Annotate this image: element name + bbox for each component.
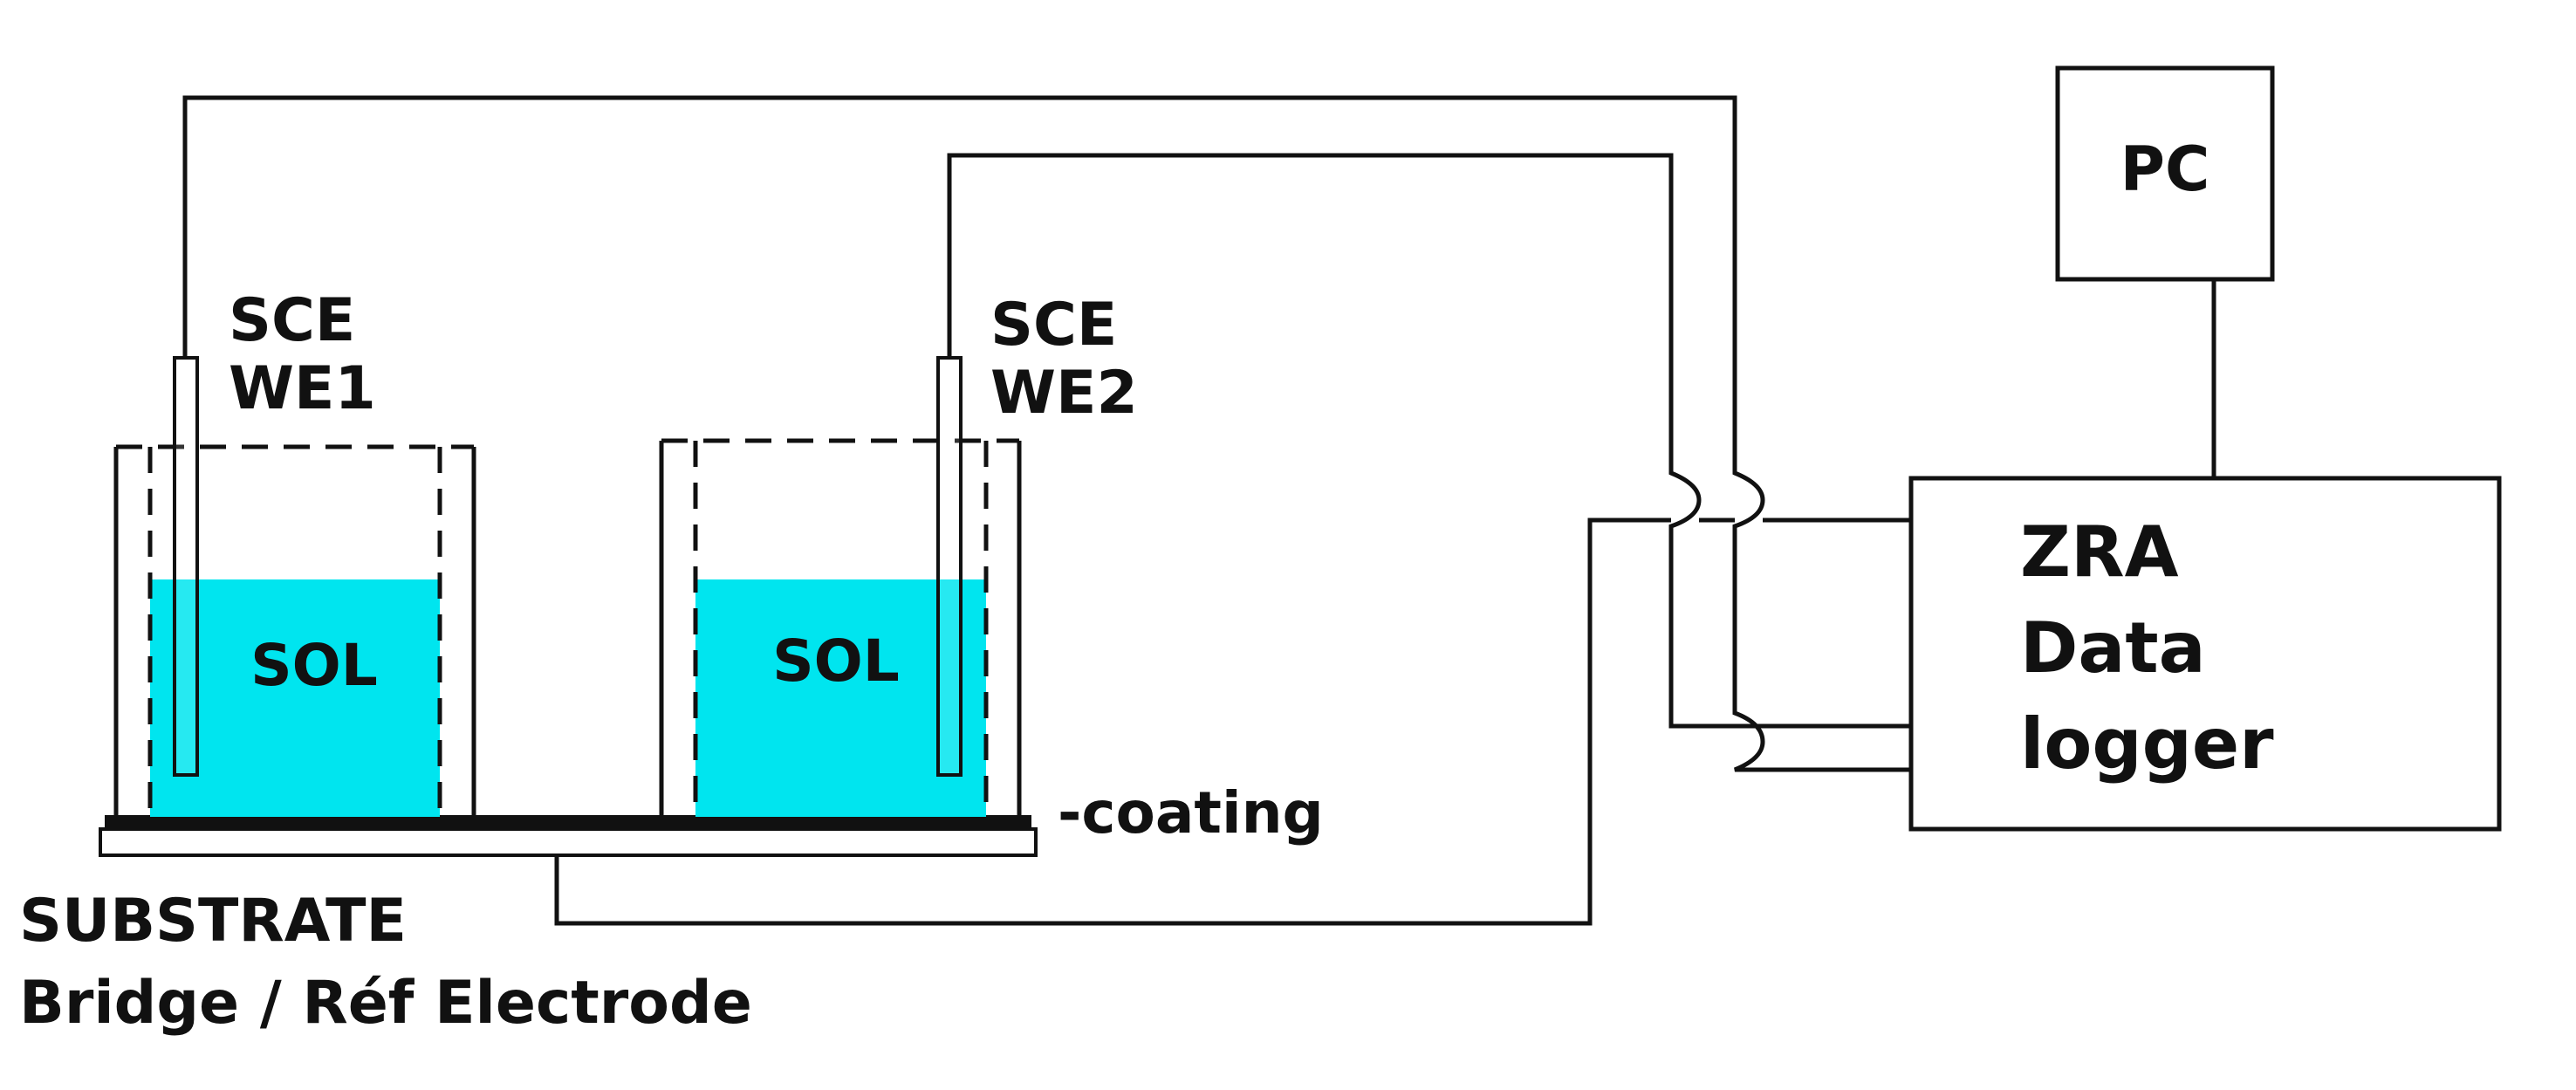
cell2-sol-label: SOL (772, 627, 900, 695)
zra-label: ZRA (2020, 511, 2179, 593)
cell-2: SOL (659, 356, 1022, 817)
substrate-label: SUBSTRATE (19, 887, 407, 956)
cell1-sol-label: SOL (250, 632, 378, 699)
we2-wire (947, 153, 1911, 729)
cell1-sce-label: SCE (229, 286, 355, 355)
pc-box: PC (2055, 65, 2275, 282)
we1-electrode (173, 356, 199, 777)
pc-label: PC (2120, 134, 2210, 205)
we2-electrode (936, 356, 963, 777)
bridge-ref-electrode-label: Bridge / Réf Electrode (19, 969, 752, 1038)
cell1-we1-label: WE1 (229, 354, 376, 423)
substrate-wire (554, 518, 1671, 926)
logger-label: logger (2020, 703, 2274, 785)
coating-label: -coating (1058, 779, 1324, 847)
we1-wire (182, 95, 1911, 772)
data-label: Data (2020, 607, 2206, 689)
cell2-sce-label: SCE (990, 291, 1117, 360)
coating-layer (105, 815, 1031, 831)
wires (182, 95, 1911, 926)
cell2-we2-label: WE2 (990, 359, 1138, 428)
cell-1: SOL (113, 356, 476, 817)
substrate-plate (99, 827, 1038, 857)
zra-data-logger-box: ZRA Data logger (1908, 476, 2502, 832)
